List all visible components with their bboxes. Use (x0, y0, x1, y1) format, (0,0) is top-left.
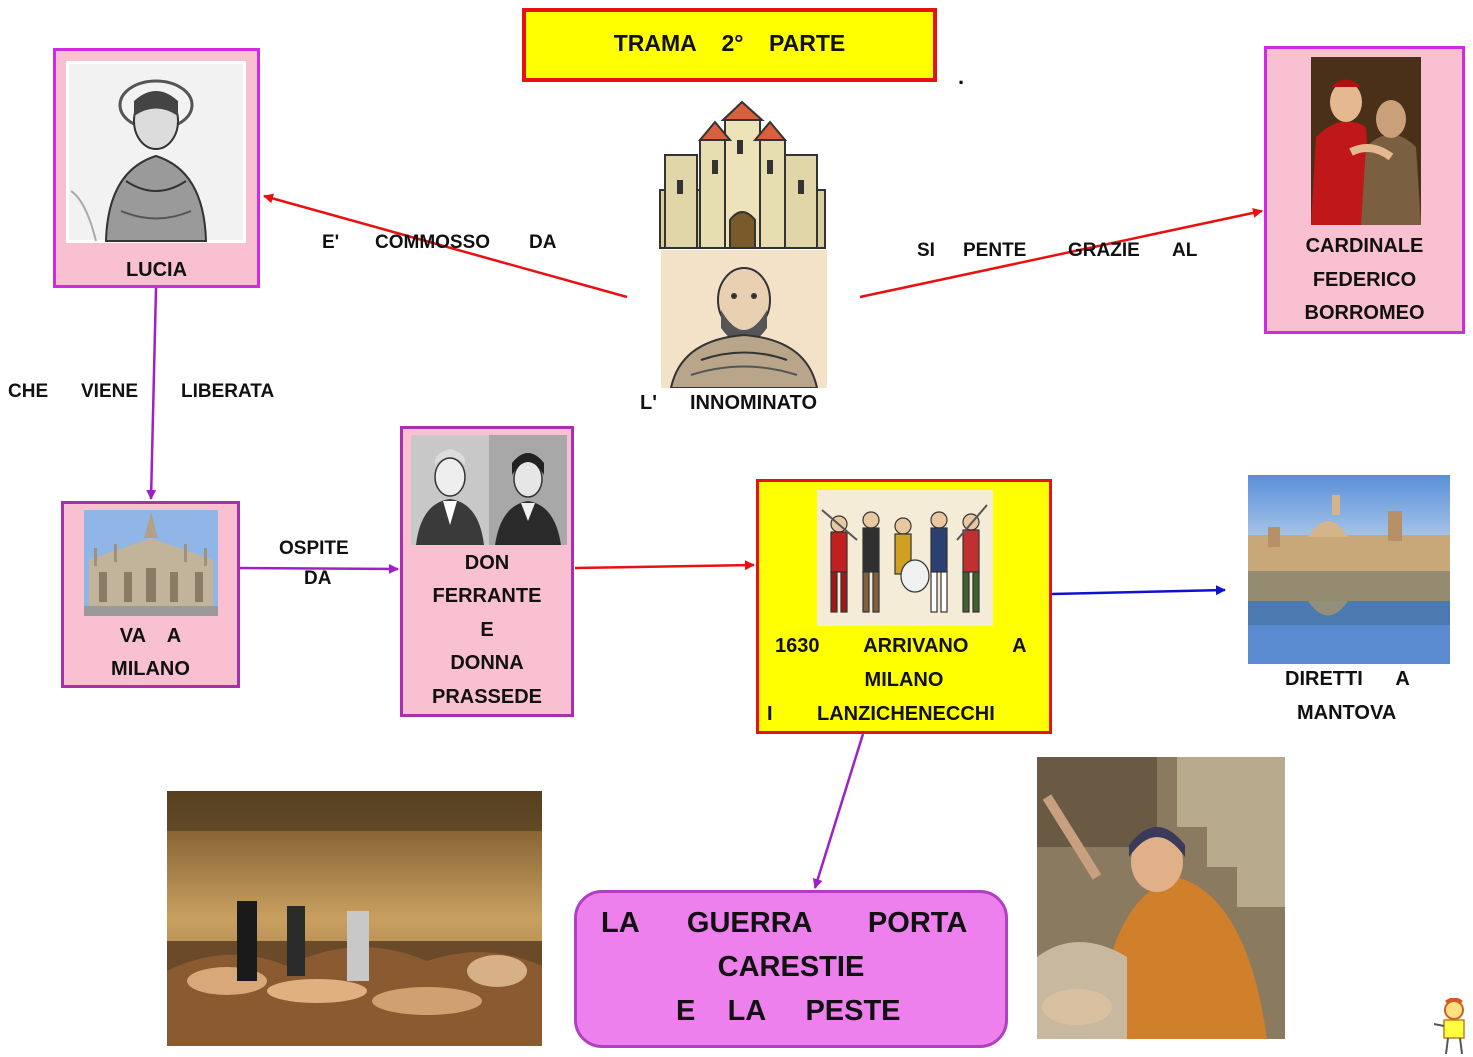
ferrante-line-2: FERRANTE (432, 585, 542, 607)
ospite-word-1: OSPITE (279, 538, 349, 559)
peste-line-1: LA GUERRA PORTA (601, 907, 968, 939)
ferrante-node: DON FERRANTE E DONNA PRASSEDE (400, 426, 574, 717)
commosso-word-2: COMMOSSO (375, 232, 491, 253)
mascot-icon (1432, 998, 1472, 1056)
plague-painting-left (167, 791, 542, 1046)
edge-ospite (239, 563, 399, 574)
ferrante-line-1: DON (464, 552, 510, 574)
liberata-word-2: VIENE (81, 381, 139, 402)
lanzi-line-3: I LANZICHENECCHI (767, 703, 995, 725)
cardinale-node: CARDINALE FEDERICO BORROMEO (1264, 46, 1465, 334)
castle-image (655, 100, 830, 250)
lucia-node: LUCIA (53, 48, 260, 288)
innominato-label-right: INNOMINATO (690, 392, 818, 414)
lanzi-line-1: 1630 ARRIVANO A (775, 635, 1027, 657)
lanzi-line-2: MILANO (864, 669, 944, 691)
lanzichenecchi-painting (817, 490, 993, 626)
peste-line-3: E LA PESTE (676, 995, 901, 1027)
ospite-word-2: DA (304, 568, 332, 589)
commosso-word-1: E' (322, 232, 340, 253)
edge-liberata (146, 287, 158, 500)
lanzi-node: 1630 ARRIVANO A MILANO I LANZICHENECCHI (756, 479, 1052, 734)
title-box: TRAMA 2° PARTE (522, 8, 937, 82)
pente-word-4: AL (1172, 240, 1198, 261)
innominato-portrait (661, 250, 827, 388)
lucia-label: LUCIA (125, 259, 188, 281)
milano-line-2: MILANO (111, 658, 190, 680)
lucia-portrait (66, 61, 246, 243)
edge-lanzi-mantova (1051, 585, 1226, 596)
page-title: TRAMA 2° PARTE (613, 30, 846, 56)
mantova-line-2: MANTOVA (1297, 702, 1397, 724)
ferrante-line-4: DONNA (450, 652, 524, 674)
liberata-word-1: CHE (8, 381, 49, 402)
mantova-line-1: DIRETTI A (1285, 668, 1410, 690)
cardinale-painting (1311, 57, 1421, 225)
ferrante-line-5: PRASSEDE (431, 686, 543, 708)
innominato-label-left: L' (640, 392, 657, 414)
milano-node: VA A MILANO (61, 501, 240, 688)
cardinale-line-1: CARDINALE (1305, 235, 1424, 257)
cardinale-line-2: FEDERICO (1312, 269, 1417, 291)
milano-line-1: VA A (119, 625, 182, 647)
mantova-photo (1248, 475, 1450, 664)
edge-pente (859, 207, 1263, 299)
pente-word-2: PENTE (963, 240, 1027, 261)
commosso-word-3: DA (529, 232, 557, 253)
edge-ferrante-lanzi (574, 560, 755, 571)
edge-lanzi-peste (812, 733, 865, 889)
pente-word-3: GRAZIE (1068, 240, 1140, 261)
liberata-word-3: LIBERATA (181, 381, 275, 402)
ferrante-prassede-portraits (411, 435, 567, 545)
ferrante-line-3: E (480, 619, 494, 641)
stray-dot: . (958, 64, 965, 89)
peste-line-2: CARESTIE (717, 951, 865, 983)
pente-word-1: SI (917, 240, 935, 261)
plague-painting-right (1037, 757, 1285, 1039)
edge-commosso (263, 193, 628, 299)
duomo-photo (84, 510, 218, 616)
peste-node: LA GUERRA PORTA CARESTIE E LA PESTE (574, 890, 1008, 1048)
cardinale-line-3: BORROMEO (1304, 302, 1425, 324)
